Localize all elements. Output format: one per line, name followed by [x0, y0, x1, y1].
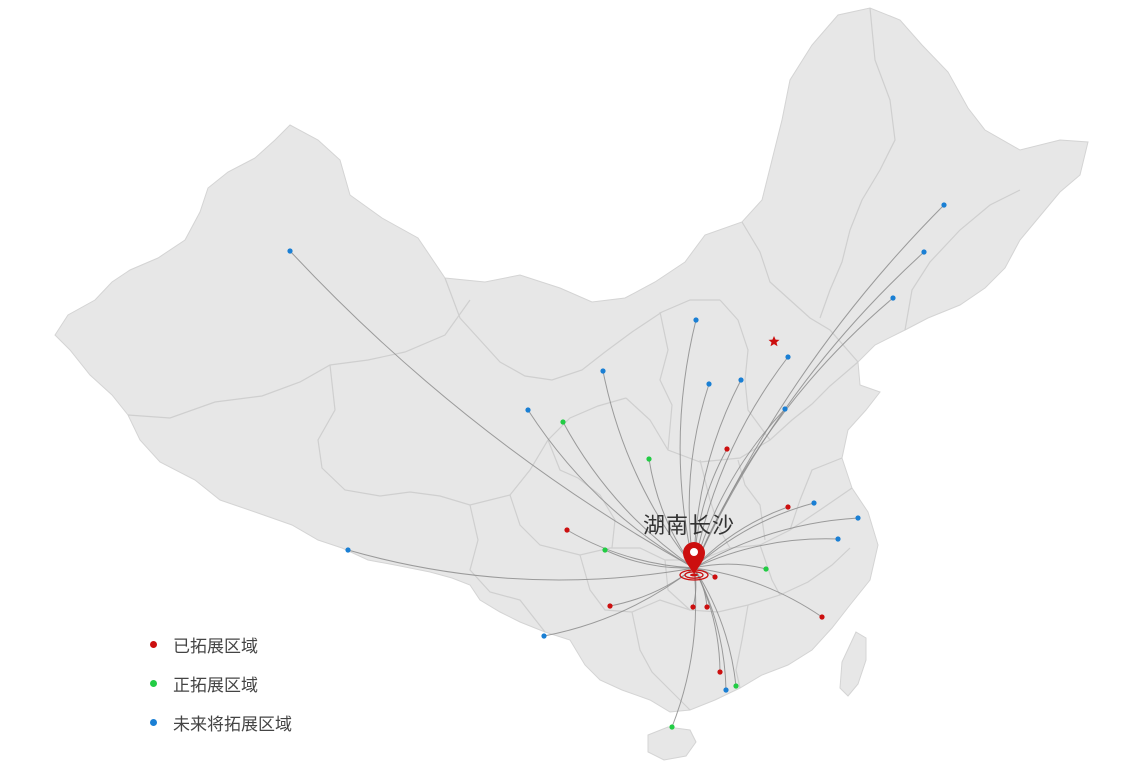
region-point-future[interactable] [855, 515, 861, 521]
region-point-future[interactable] [811, 500, 817, 506]
route-line [693, 567, 737, 687]
region-point-current[interactable] [602, 547, 608, 553]
region-point-future[interactable] [723, 687, 729, 693]
region-point-done[interactable] [717, 669, 723, 675]
region-point-future[interactable] [738, 377, 744, 383]
route-line [604, 549, 695, 569]
route-line [693, 517, 859, 569]
region-point-future[interactable] [921, 249, 927, 255]
region-point-done[interactable] [564, 527, 570, 533]
route-line [679, 319, 697, 569]
route-lines [289, 204, 945, 728]
region-point-future[interactable] [890, 295, 896, 301]
route-line [693, 251, 925, 569]
legend-item-done: 已拓展区域 [150, 634, 292, 657]
region-point-future[interactable] [541, 633, 547, 639]
route-line [693, 563, 767, 570]
region-point-future[interactable] [693, 317, 699, 323]
hainan-shape [647, 726, 697, 761]
route-line [602, 370, 695, 569]
taiwan-shape [839, 631, 867, 697]
legend-item-future: 未来将拓展区域 [150, 712, 292, 735]
legend-dot-done [150, 640, 157, 648]
region-point-future[interactable] [785, 354, 791, 360]
region-point-done[interactable] [724, 446, 730, 452]
region-point-current[interactable] [646, 456, 652, 462]
route-line [693, 567, 721, 673]
region-point-future[interactable] [600, 368, 606, 374]
region-point-future[interactable] [525, 407, 531, 413]
route-line [693, 567, 823, 618]
legend-item-current: 正拓展区域 [150, 673, 292, 696]
changsha-location-pin-icon[interactable] [679, 542, 709, 581]
route-line [693, 356, 789, 569]
route-line [566, 529, 695, 569]
region-point-done[interactable] [712, 574, 718, 580]
route-line [693, 204, 945, 569]
route-line [671, 567, 697, 728]
region-point-current[interactable] [763, 566, 769, 572]
center-city-label: 湖南长沙 [643, 514, 736, 539]
region-point-done[interactable] [819, 614, 825, 620]
region-point-current[interactable] [669, 724, 675, 730]
route-line [347, 549, 695, 581]
legend-dot-current [150, 679, 157, 687]
region-points [287, 202, 947, 730]
capital-star-icon [768, 336, 780, 347]
land-layer [54, 7, 1089, 761]
legend-label-future: 未来将拓展区域 [173, 714, 292, 735]
route-line [693, 538, 839, 569]
region-point-future[interactable] [287, 248, 293, 254]
map-legend: 已拓展区域 正拓展区域 未来将拓展区域 [150, 634, 292, 751]
region-point-future[interactable] [782, 406, 788, 412]
mainland-shape [54, 7, 1089, 713]
region-point-current[interactable] [560, 419, 566, 425]
region-point-future[interactable] [345, 547, 351, 553]
route-line [527, 409, 695, 569]
region-point-future[interactable] [835, 536, 841, 542]
route-line [289, 250, 695, 569]
region-point-future[interactable] [941, 202, 947, 208]
region-point-done[interactable] [785, 504, 791, 510]
legend-dot-future [150, 718, 157, 726]
legend-label-done: 已拓展区域 [173, 636, 258, 657]
route-line [562, 421, 695, 569]
region-point-current[interactable] [733, 683, 739, 689]
region-point-future[interactable] [706, 381, 712, 387]
region-point-done[interactable] [704, 604, 710, 610]
region-point-done[interactable] [607, 603, 613, 609]
region-point-done[interactable] [690, 604, 696, 610]
legend-label-current: 正拓展区域 [173, 675, 258, 696]
route-line [693, 502, 815, 569]
